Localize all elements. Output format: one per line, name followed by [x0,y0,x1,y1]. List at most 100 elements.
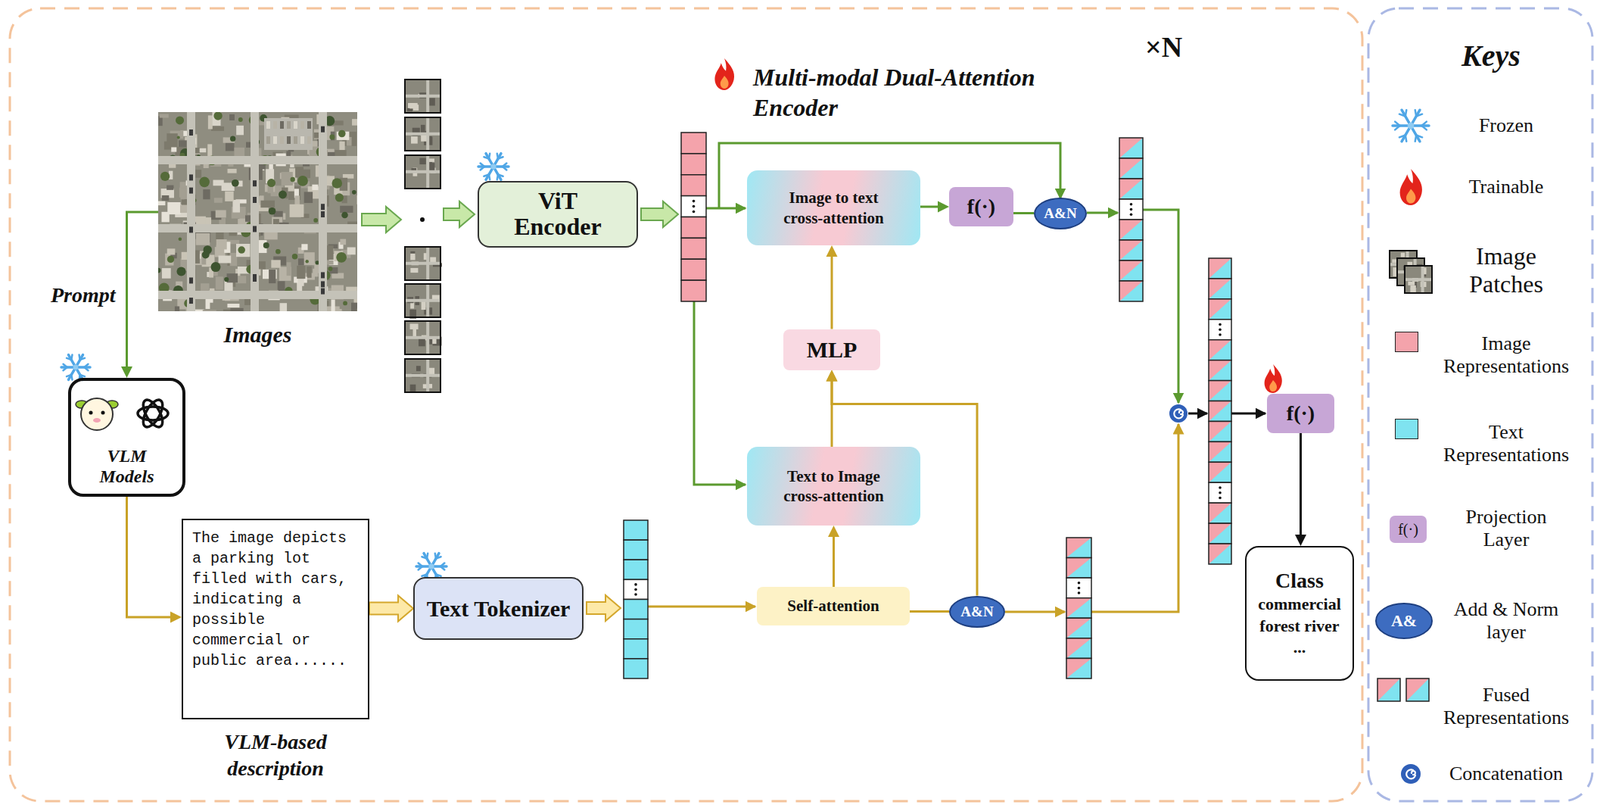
art-shape [320,269,325,274]
art-shape [1218,327,1222,331]
art-shape [317,134,322,149]
art-shape [229,114,235,121]
art-shape [502,162,507,167]
art-shape [260,200,275,208]
connector-line [920,205,942,209]
art-shape [324,260,334,265]
art-shape [273,211,284,223]
art-shape [68,354,77,368]
node-label: ViT Encoder [513,188,602,240]
art-shape [320,156,328,165]
art-shape [202,309,217,312]
model-box: VLM Models [68,377,186,497]
aerial-photo [158,112,358,312]
art-shape [416,365,421,371]
art-shape [423,373,432,377]
legend-label: Fused Representations [1426,683,1586,729]
art-shape [232,199,240,213]
art-shape [293,277,308,284]
art-shape [247,212,252,227]
art-shape [692,210,696,214]
art-shape [404,79,441,113]
connector [920,201,950,213]
car [300,136,305,144]
art-shape [498,156,504,159]
car [252,273,257,281]
art-shape [1208,319,1232,340]
legend-label: Trainable [1430,175,1582,199]
art-shape [336,131,350,141]
art-shape [320,195,330,207]
art-shape [1410,125,1420,142]
car [307,136,312,144]
block-arrow [361,206,402,233]
art-shape [186,301,195,312]
art-shape [334,149,346,160]
block-arrow [586,594,621,621]
art-shape [338,152,344,160]
art-shape [180,152,186,159]
art-shape [1066,657,1092,679]
art-shape [1403,266,1410,274]
art-shape [1208,461,1232,483]
art-shape [1422,267,1427,274]
art-shape [429,158,433,164]
art-shape [409,309,417,319]
art-shape [429,336,437,344]
art-shape [75,400,88,408]
art-shape [1173,408,1183,418]
art-shape [351,189,357,195]
art-shape [240,227,251,237]
art-shape [1119,178,1143,200]
art-shape [161,211,169,223]
art-shape [1066,657,1092,679]
art-shape [225,280,236,287]
art-shape [259,158,265,171]
art-shape [225,137,235,152]
art-shape [1407,261,1413,271]
art-shape [1406,188,1416,203]
art-shape [194,224,205,240]
description-box: The image depicts a parking lot filled w… [181,518,370,720]
art-shape [692,205,696,209]
art-shape [208,267,214,278]
art-shape [410,253,415,261]
attention-box: Self-attention [756,586,910,626]
node-label: commercial forest river ... [1257,593,1342,659]
art-shape [1208,543,1232,564]
art-shape [623,559,648,579]
art-shape [167,202,181,215]
art-shape [161,188,175,198]
art-shape [66,374,72,377]
art-shape [164,253,174,266]
art-shape [71,354,72,361]
art-shape [341,190,347,204]
art-shape [1405,109,1407,116]
art-shape [1389,250,1417,278]
car [252,225,257,232]
art-shape [209,288,215,296]
art-shape [296,278,302,292]
art-shape [681,217,707,239]
art-shape [410,168,417,173]
art-shape [178,236,183,241]
attention-box: Text to Image cross-attention [747,446,921,526]
art-shape [257,223,264,236]
art-shape [404,246,441,281]
art-shape [315,164,324,177]
art-shape [1208,522,1232,544]
art-shape [720,75,729,89]
art-shape [166,133,178,147]
art-shape [421,556,427,558]
art-shape [196,154,201,159]
art-shape [199,177,210,188]
art-shape [623,519,648,540]
car [280,136,284,144]
art-shape [1400,252,1405,258]
art-shape [227,252,232,266]
art-shape [259,156,265,162]
art-shape [1066,597,1092,619]
art-shape [1208,461,1232,483]
art-shape [301,243,308,250]
art-shape [237,218,246,225]
